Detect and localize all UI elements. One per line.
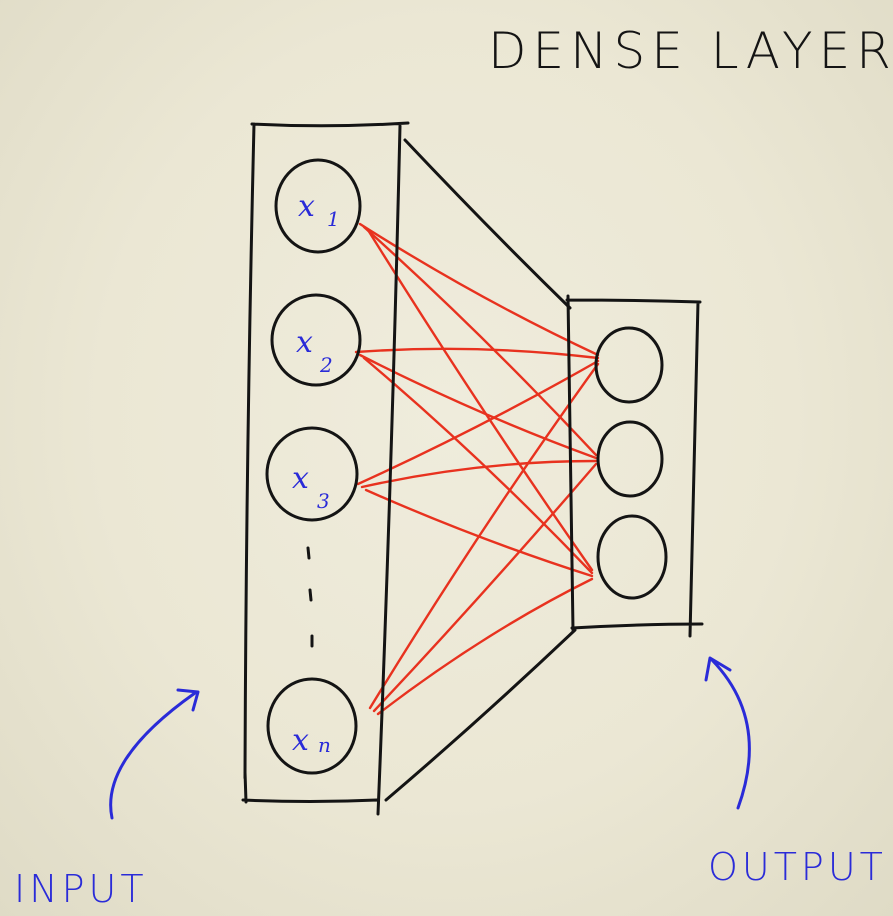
input-node-1-sub: 1 (327, 207, 340, 231)
output-node-1 (594, 326, 664, 404)
input-node-2: x 2 (270, 293, 362, 387)
input-node-2-name: x (296, 325, 313, 360)
input-node-n-name: x (292, 723, 309, 758)
input-node-2-sub: 2 (319, 353, 333, 377)
connection-x3-o3 (364, 488, 594, 578)
ellipsis-dots (306, 546, 314, 648)
input-node-n-sub: n (318, 733, 331, 757)
output-arrow (704, 656, 751, 810)
input-label: INPUT (14, 867, 148, 911)
input-layer-box (241, 121, 410, 816)
input-node-n: x n (266, 677, 358, 775)
output-node-2 (596, 420, 664, 498)
input-arrow (109, 688, 200, 820)
connection-x2-o1 (354, 347, 600, 360)
input-node-3-name: x (292, 461, 309, 496)
output-layer-box (565, 294, 704, 638)
connection-x3-o1 (356, 359, 600, 486)
connection-x4-o2 (372, 462, 598, 713)
input-node-3-sub: 3 (317, 489, 330, 513)
input-node-3: x 3 (265, 426, 359, 522)
connection-x1-o2 (362, 225, 598, 457)
connection-x2-o2 (358, 353, 598, 460)
output-label: OUTPUT (708, 845, 887, 889)
input-node-1: x 1 (274, 158, 362, 254)
diagram-title: DENSE LAYER (488, 22, 893, 80)
connection-x4-o3 (376, 577, 594, 716)
input-node-1-name: x (298, 189, 315, 224)
connection-x4-o1 (368, 362, 600, 710)
output-node-3 (596, 514, 668, 600)
connection-x1-o3 (366, 228, 594, 572)
layer-connector (384, 138, 577, 802)
